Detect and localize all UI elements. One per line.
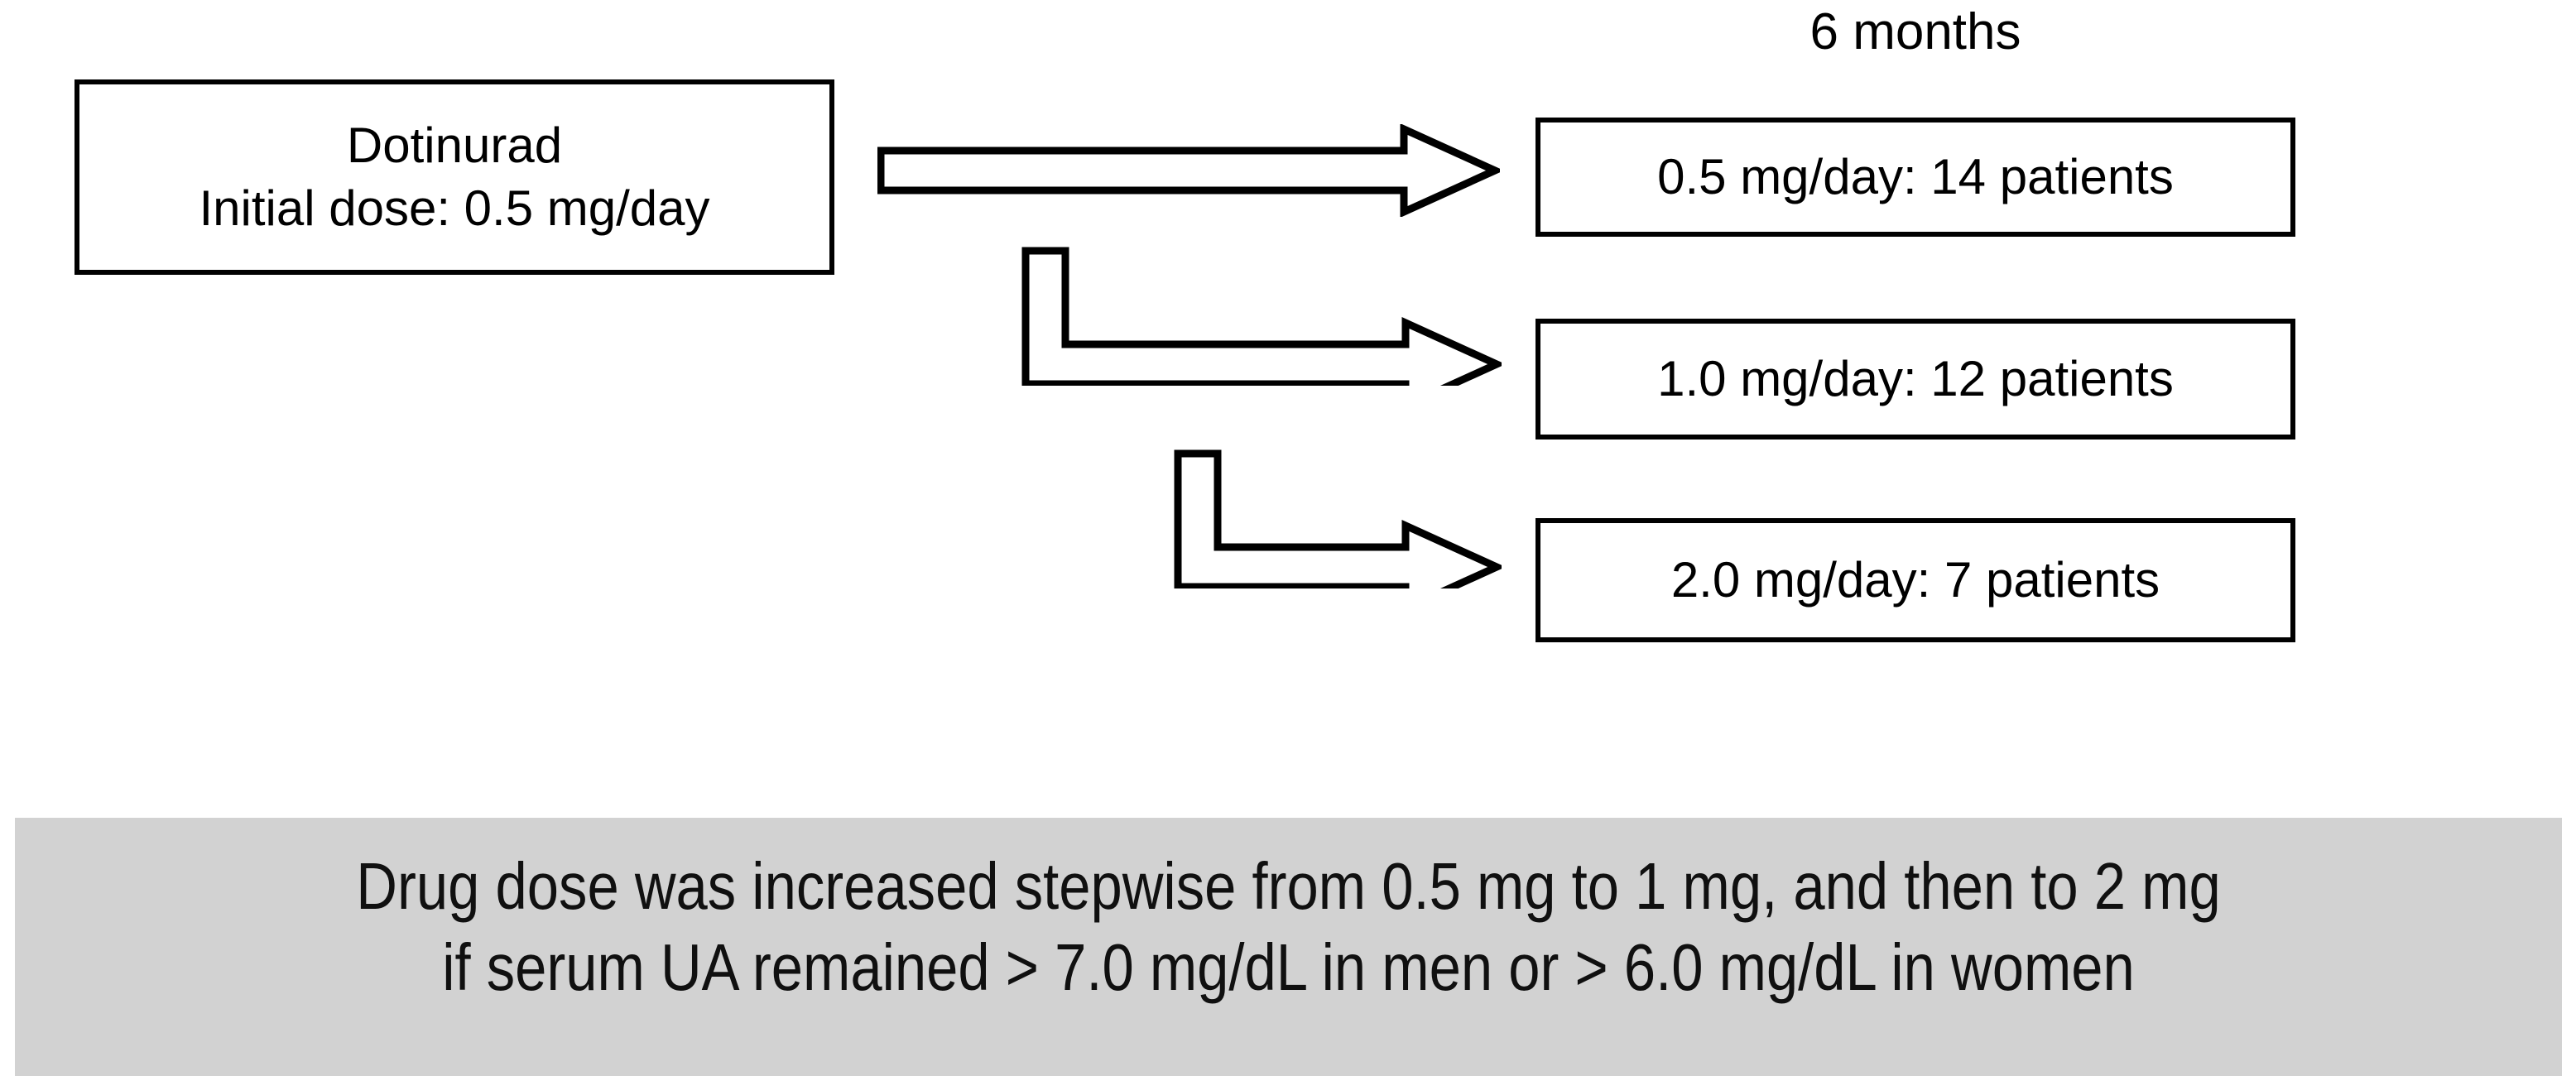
result-label: 0.5 mg/day: 14 patients [1657, 149, 2174, 204]
source-initial-dose: Initial dose: 0.5 mg/day [199, 180, 710, 236]
result-label: 1.0 mg/day: 12 patients [1657, 351, 2174, 406]
source-drug-name: Dotinurad [346, 118, 563, 173]
block-arrow-right-icon [877, 124, 1500, 217]
block-arrow-elbow-down-right-icon [1021, 247, 1502, 386]
caption-banner: Drug dose was increased stepwise from 0.… [15, 818, 2562, 1076]
result-box-1-0mg: 1.0 mg/day: 12 patients [1536, 319, 2295, 440]
source-drug-box: Dotinurad Initial dose: 0.5 mg/day [74, 79, 834, 275]
caption-line-2: if serum UA remained > 7.0 mg/dL in men … [442, 930, 2135, 1004]
caption-line-1: Drug dose was increased stepwise from 0.… [356, 849, 2221, 923]
result-box-2-0mg: 2.0 mg/day: 7 patients [1536, 518, 2295, 642]
result-box-0-5mg: 0.5 mg/day: 14 patients [1536, 118, 2295, 237]
result-label: 2.0 mg/day: 7 patients [1670, 552, 2160, 608]
period-label: 6 months [1809, 3, 2021, 60]
block-arrow-elbow-down-right-icon [1174, 449, 1502, 588]
